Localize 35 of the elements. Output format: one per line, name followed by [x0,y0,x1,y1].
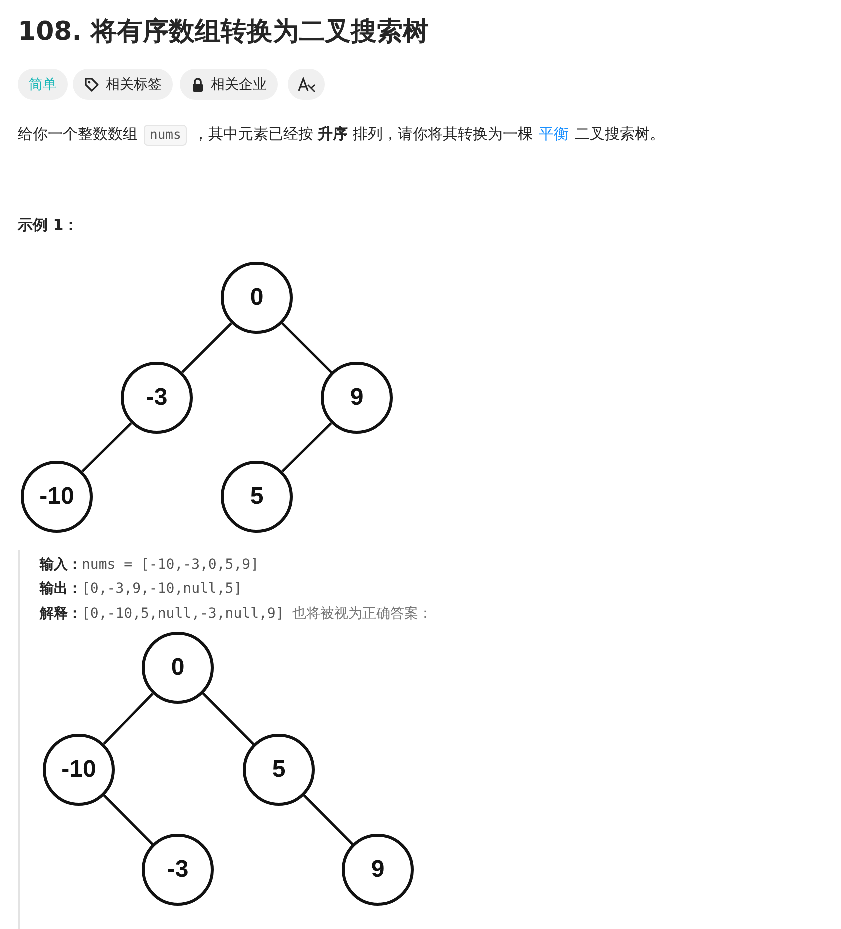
tree-edge [282,322,332,374]
tree-node: 9 [321,362,393,434]
description-text: ，其中元素已经按 升序 排列，请你将其转换为一棵 [193,125,533,143]
tree-node: 5 [221,461,293,533]
tree-node: 9 [342,834,414,906]
company-button: 相关企业 [180,69,278,100]
difficulty-tag: 简单 [18,69,68,100]
tree-node: -3 [142,834,214,906]
tree-edge [303,794,354,846]
code-text: [0,-10,5,null,-3,null,9] [82,606,284,622]
code-text: [0,-3,9,-10,null,5] [82,581,242,597]
tree-edge [103,692,154,746]
tree-edge [282,422,332,473]
page-title: 108. 将有序数组转换为二叉搜索树 [18,16,430,49]
field-label: 输出： [40,581,82,597]
tag-button: 相关标签 [73,69,173,100]
tree-node: 0 [221,262,293,334]
link: 平衡 [538,125,569,143]
description-text: 二叉搜索树。 [574,125,665,143]
tree-node: -10 [21,461,93,533]
tree-edge [202,692,255,746]
code-text: nums = [-10,-3,0,5,9] [82,557,260,573]
tree-node: 5 [243,734,315,806]
example-heading: 示例 1： [18,216,79,235]
inline-code: nums [144,125,188,146]
note-text: 也将被视为正确答案： [292,606,432,622]
tree-node: -3 [121,362,193,434]
tree-edge [82,422,132,473]
tree-node: -10 [43,734,115,806]
tree-edge [103,794,154,846]
field-label: 解释： [40,606,82,622]
tree-node: 0 [142,632,214,704]
field-label: 输入： [40,557,82,573]
description-text: 给你一个整数数组 [18,125,138,143]
tree-edge [182,322,232,374]
